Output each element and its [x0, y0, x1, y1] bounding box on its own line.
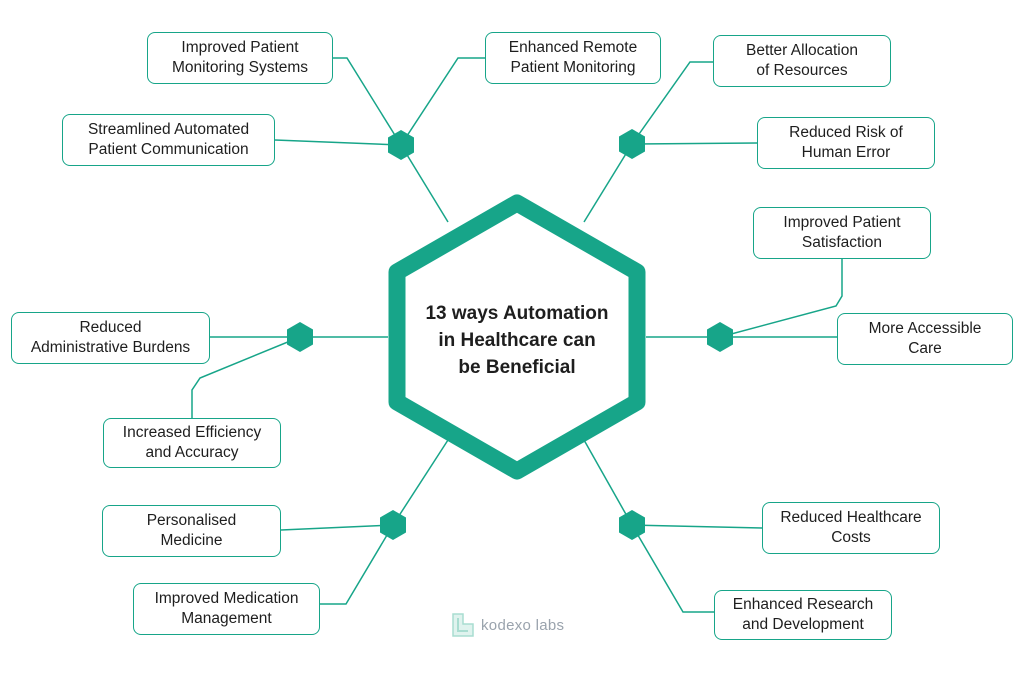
connector-line [400, 57, 485, 146]
hub-node-top-right [619, 129, 645, 159]
benefit-label: More Accessible Care [868, 320, 982, 357]
benefit-box: Reduced Administrative Burdens [11, 312, 210, 364]
benefit-label: Improved Patient Satisfaction [783, 214, 901, 251]
logo-icon [452, 613, 474, 637]
connector-line [191, 336, 301, 418]
center-hexagon [388, 194, 646, 480]
benefit-box: Streamlined Automated Patient Communicat… [62, 114, 275, 166]
hub-node-left [287, 322, 313, 352]
connector-line [280, 524, 394, 531]
benefit-box: Better Allocation of Resources [713, 35, 891, 87]
connector-line [631, 61, 713, 145]
connector-line [400, 144, 449, 223]
benefit-box: Enhanced Remote Patient Monitoring [485, 32, 661, 84]
benefit-label: Personalised Medicine [146, 512, 237, 549]
connector-line [274, 139, 402, 146]
benefit-label: Reduced Healthcare Costs [780, 509, 922, 546]
benefit-box: Personalised Medicine [102, 505, 281, 557]
hub-node-bottom-left [380, 510, 406, 540]
connector-line [631, 524, 714, 613]
hub-node-right [707, 322, 733, 352]
logo-text: kodexo labs [481, 616, 565, 634]
benefit-box: Enhanced Research and Development [714, 590, 892, 640]
benefit-label: Increased Efficiency and Accuracy [122, 424, 262, 461]
benefit-label: Enhanced Research and Development [732, 596, 874, 633]
connector-line [719, 259, 843, 338]
diagram-title: 13 ways Automation in Healthcare can be … [425, 303, 609, 378]
connector-line [583, 143, 633, 223]
benefit-label: Enhanced Remote Patient Monitoring [508, 39, 638, 76]
benefit-label: Reduced Administrative Burdens [30, 319, 191, 356]
benefit-box: Improved Medication Management [133, 583, 320, 635]
connector-line [583, 439, 633, 526]
benefit-box: Improved Patient Monitoring Systems [147, 32, 333, 84]
benefit-box: Increased Efficiency and Accuracy [103, 418, 281, 468]
kodexo-labs-logo: kodexo labs [447, 612, 564, 638]
benefit-label: Better Allocation of Resources [745, 42, 858, 79]
connector-line [320, 524, 394, 605]
benefit-label: Reduced Risk of Human Error [789, 124, 903, 161]
benefit-box: Reduced Healthcare Costs [762, 502, 940, 554]
hub-node-top-left [388, 130, 414, 160]
benefit-label: Improved Patient Monitoring Systems [171, 39, 309, 76]
connector-line [333, 57, 402, 146]
benefit-box: Reduced Risk of Human Error [757, 117, 935, 169]
connector-line [631, 524, 763, 529]
connector-line [631, 142, 758, 145]
hub-node-bottom-right [619, 510, 645, 540]
connector-line [392, 439, 449, 526]
benefit-label: Streamlined Automated Patient Communicat… [87, 121, 250, 158]
benefit-box: More Accessible Care [837, 313, 1013, 365]
benefit-box: Improved Patient Satisfaction [753, 207, 931, 259]
benefit-label: Improved Medication Management [154, 590, 299, 627]
